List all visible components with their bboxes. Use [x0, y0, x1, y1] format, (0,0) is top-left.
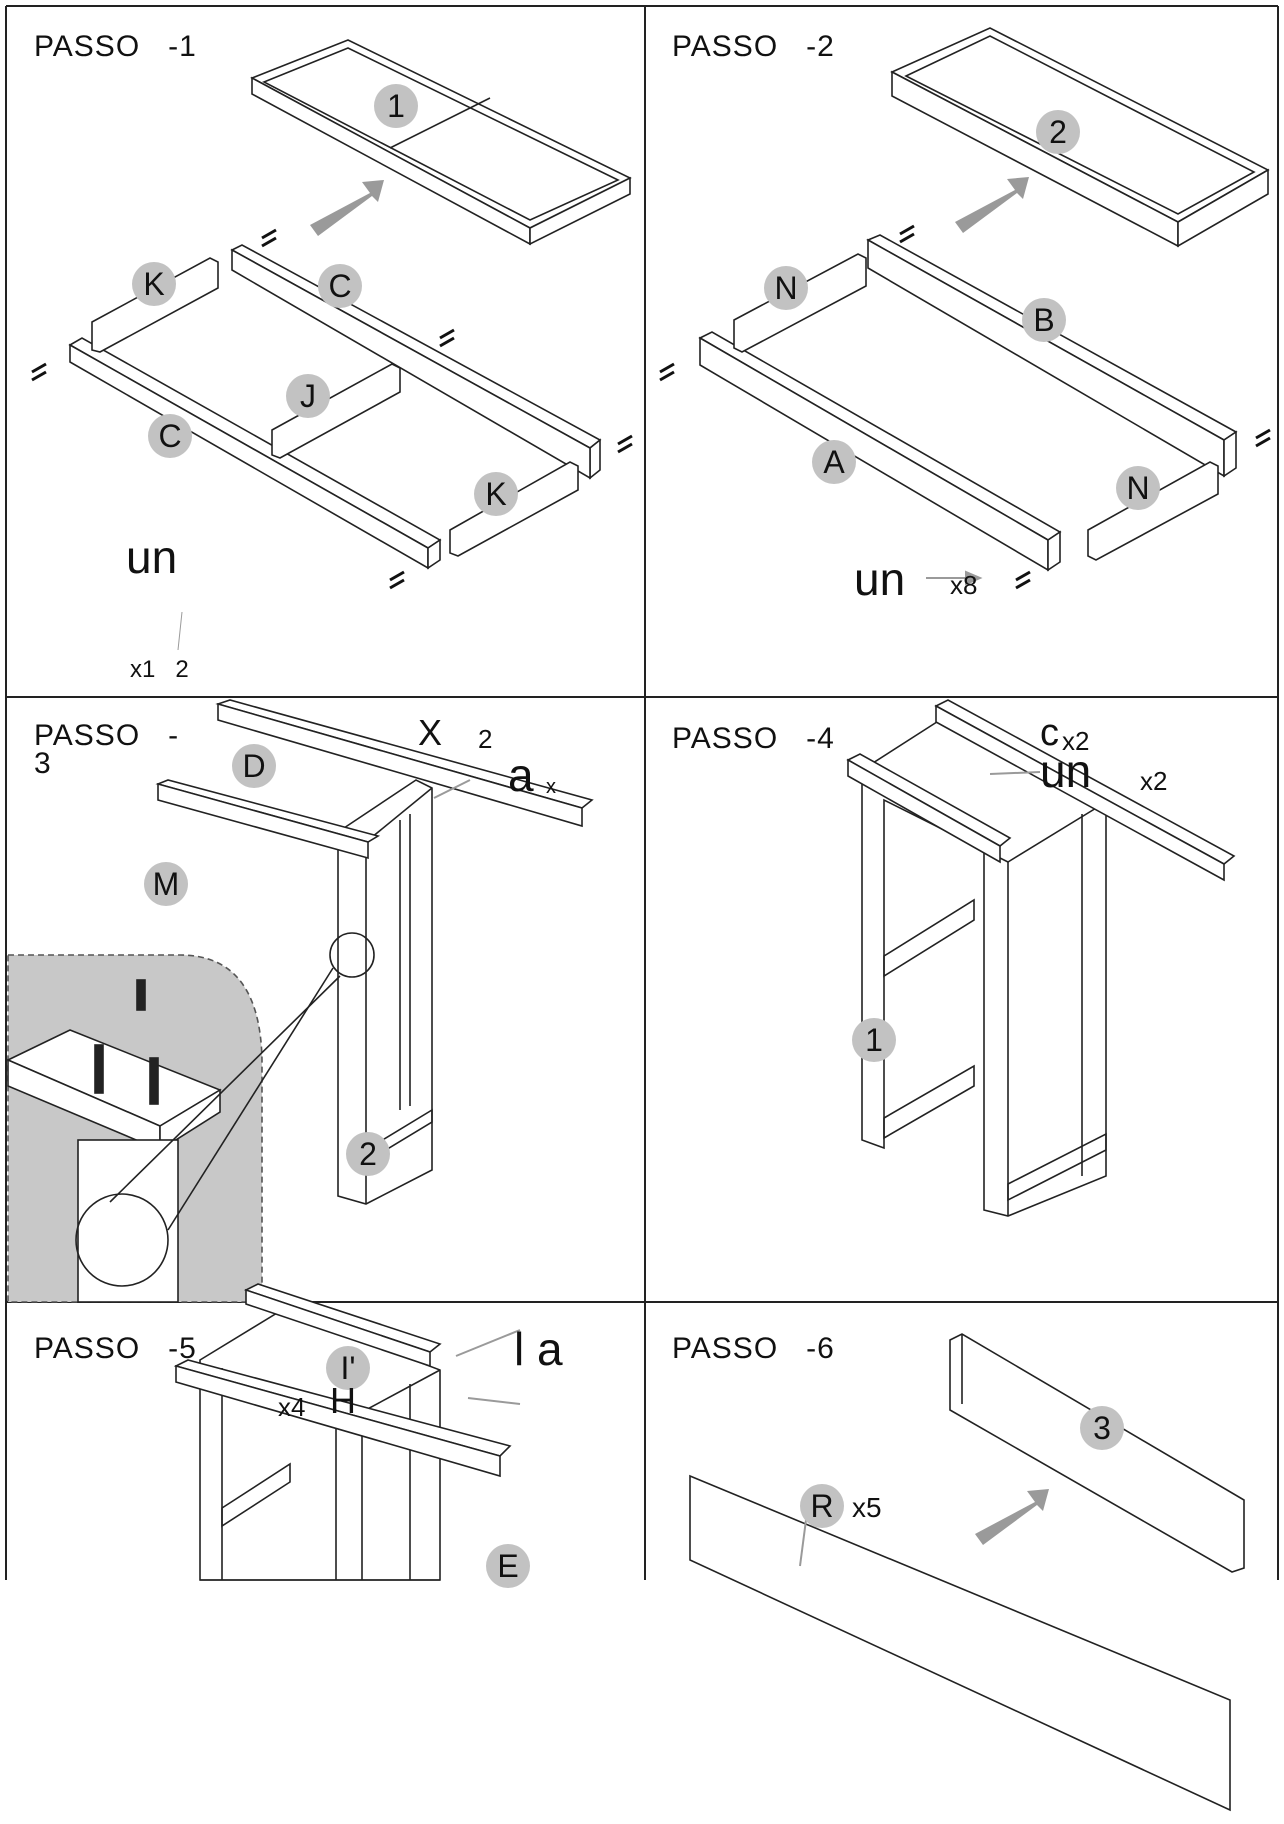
step4-quantity-cx: x2 — [1062, 726, 1090, 756]
step5-drawing — [173, 1283, 512, 1581]
step2-part-badge-2: 2 — [1036, 110, 1080, 154]
leader-arrows — [177, 570, 1041, 1567]
step3-part-badge-m: M — [144, 862, 188, 906]
step-1-title: PASSO -1 — [34, 30, 197, 63]
step4-quantity-c: c — [1040, 712, 1059, 754]
step2-quantity-word: un — [854, 553, 906, 605]
step1-quantity: x1 2 — [130, 656, 189, 683]
step4-quantity: x2 — [1140, 766, 1168, 796]
step-4-title: PASSO -4 — [672, 722, 835, 755]
step1-drawing — [68, 39, 632, 570]
step2-quantity: x8 — [950, 570, 978, 600]
step6-quantity: x5 — [852, 1492, 882, 1523]
step5-part-badge-e: E — [486, 1544, 530, 1588]
tick-marks — [31, 224, 1271, 590]
step1-part-badge-1: 1 — [374, 84, 418, 128]
step3-quantity-ax: x — [546, 776, 556, 798]
step6-part-badge-3: 3 — [1080, 1406, 1124, 1450]
step4-part-badge-1: 1 — [852, 1018, 896, 1062]
step5-quantity-h: H — [330, 1380, 356, 1421]
step5-quantity-la: l a — [514, 1323, 563, 1375]
step2-drawing — [698, 27, 1270, 572]
step5-quantity-x4: x4 — [278, 1392, 306, 1422]
step6-part-badge-r: R — [800, 1484, 844, 1528]
step4-quantity-word: un — [1040, 745, 1092, 797]
step1-part-badge-c-back: C — [318, 264, 362, 308]
step1-quantity-word: un — [126, 531, 178, 583]
step-2-title: PASSO -2 — [672, 30, 835, 63]
step2-part-badge-b: B — [1022, 298, 1066, 342]
step1-part-badge-k: K — [132, 262, 176, 306]
step3-drawing — [6, 699, 594, 1303]
step6-drawing — [689, 1333, 1245, 1812]
step1-part-badge-j: J — [286, 374, 330, 418]
step-5-title: PASSO -5 — [34, 1332, 197, 1365]
step2-part-badge-n-right: N — [1116, 466, 1160, 510]
step3-quantity-number: 2 — [478, 724, 493, 754]
step-3-title: PASSO - 3 — [34, 719, 180, 780]
step1-part-badge-k-right: K — [474, 472, 518, 516]
step1-part-badge-c-front: C — [148, 414, 192, 458]
step3-part-badge-2: 2 — [346, 1132, 390, 1176]
step4-drawing — [846, 699, 1236, 1217]
step3-quantity-a: a — [508, 749, 534, 801]
step3-part-badge-d: D — [232, 744, 276, 788]
step3-quantity-x: X — [418, 712, 443, 753]
step5-part-badge-top: I' — [326, 1346, 370, 1390]
step-6-title: PASSO -6 — [672, 1332, 835, 1365]
step2-part-badge-a: A — [812, 440, 856, 484]
step2-part-badge-n: N — [764, 266, 808, 310]
